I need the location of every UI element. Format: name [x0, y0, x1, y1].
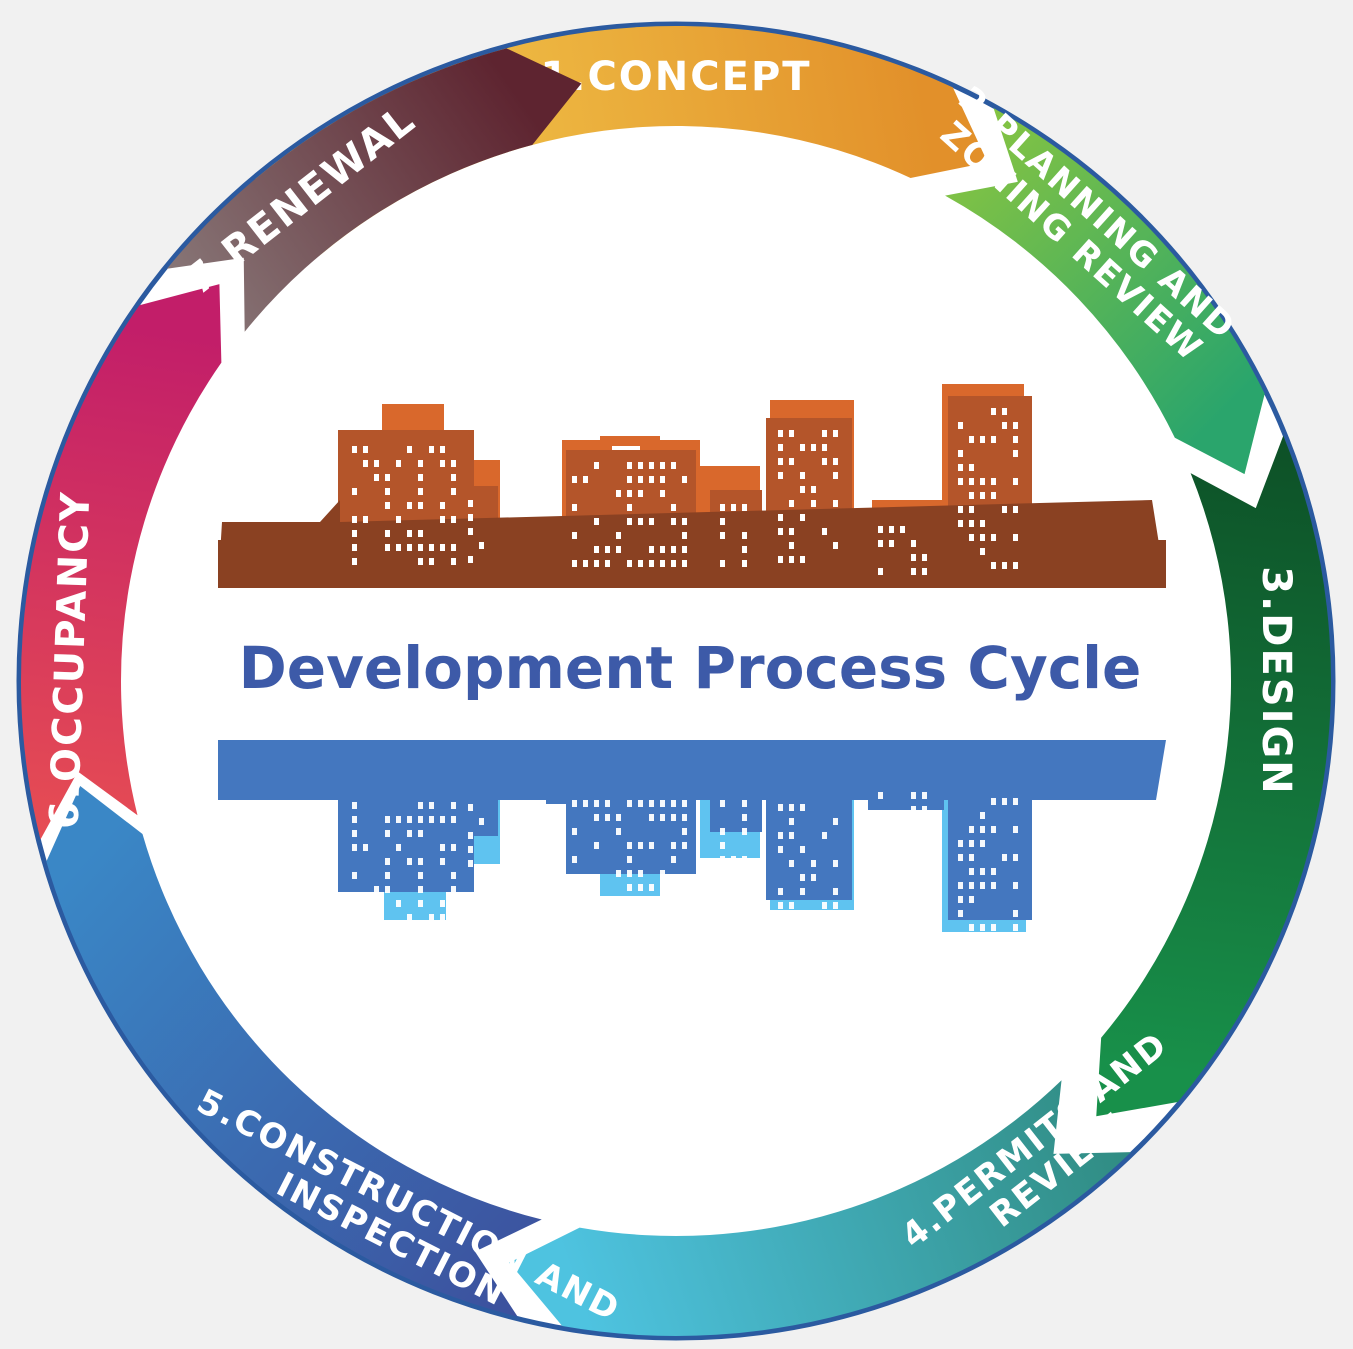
outer-ring	[16, 21, 1336, 1341]
city-reflection-illustration	[218, 740, 1166, 959]
step-3-arrow	[1096, 435, 1331, 1117]
step-3-label: 3.DESIGN	[1253, 566, 1299, 796]
step-3-label-line: 3.DESIGN	[1253, 566, 1299, 796]
step-1-label: 1.CONCEPT	[540, 54, 811, 100]
city-skyline-illustration	[218, 384, 1166, 588]
step-4-arrow	[509, 1080, 1132, 1336]
step-2-arrow	[945, 108, 1265, 475]
step-7-arrow	[166, 48, 582, 332]
diagram-title: Development Process Cycle	[239, 634, 1142, 702]
step-5-arrow	[46, 786, 542, 1317]
step-1-label-line: 1.CONCEPT	[540, 54, 811, 100]
step-6-arrow	[20, 284, 222, 840]
